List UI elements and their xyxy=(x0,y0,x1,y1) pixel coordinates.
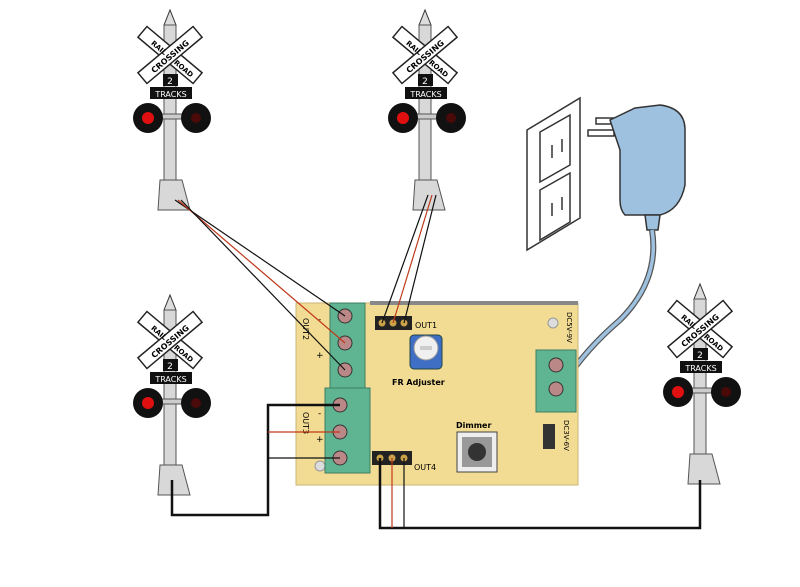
svg-text:2: 2 xyxy=(167,362,173,372)
label-input-voltage: DC5V-9V xyxy=(565,312,573,343)
label-out1: OUT1 xyxy=(415,321,437,330)
crossing-signal-bottom-left: RAIL CROSSING ROAD 2 TRACKS xyxy=(132,294,212,496)
svg-text:-: - xyxy=(318,409,321,419)
svg-text:2: 2 xyxy=(422,77,428,87)
jumper[interactable] xyxy=(543,424,555,449)
svg-text:2: 2 xyxy=(697,351,703,361)
power-adapter xyxy=(587,104,686,231)
crossing-signal-right: RAIL CROSSING ROAD 2 TRACKS xyxy=(662,283,742,485)
label-jumper-voltage: DC3V-6V xyxy=(562,420,570,451)
label-fr-adjuster: FR Adjuster xyxy=(392,378,445,387)
fr-adjuster-potentiometer[interactable] xyxy=(409,334,443,370)
svg-text:+: + xyxy=(316,435,324,445)
svg-text:TRACKS: TRACKS xyxy=(409,90,441,99)
crossing-signal-top-middle: RAIL CROSSING ROAD 2 TRACKS xyxy=(387,9,467,211)
label-out3: OUT3 xyxy=(301,412,310,434)
sign-tracks: TRACKS xyxy=(154,90,186,99)
svg-text:TRACKS: TRACKS xyxy=(684,364,716,373)
svg-text:TRACKS: TRACKS xyxy=(154,375,186,384)
label-dimmer: Dimmer xyxy=(456,421,491,430)
dimmer-button[interactable] xyxy=(456,431,498,473)
wires xyxy=(170,194,702,530)
terminal-out3 xyxy=(324,387,371,474)
svg-text:+: + xyxy=(316,351,324,361)
crossing-signal-top-left: RAIL CROSSING ROAD 2 TRACKS xyxy=(132,9,212,211)
wall-outlet xyxy=(526,96,581,252)
label-out4: OUT4 xyxy=(414,463,436,472)
sign-count: 2 xyxy=(167,77,173,87)
svg-text:-: - xyxy=(318,315,321,325)
